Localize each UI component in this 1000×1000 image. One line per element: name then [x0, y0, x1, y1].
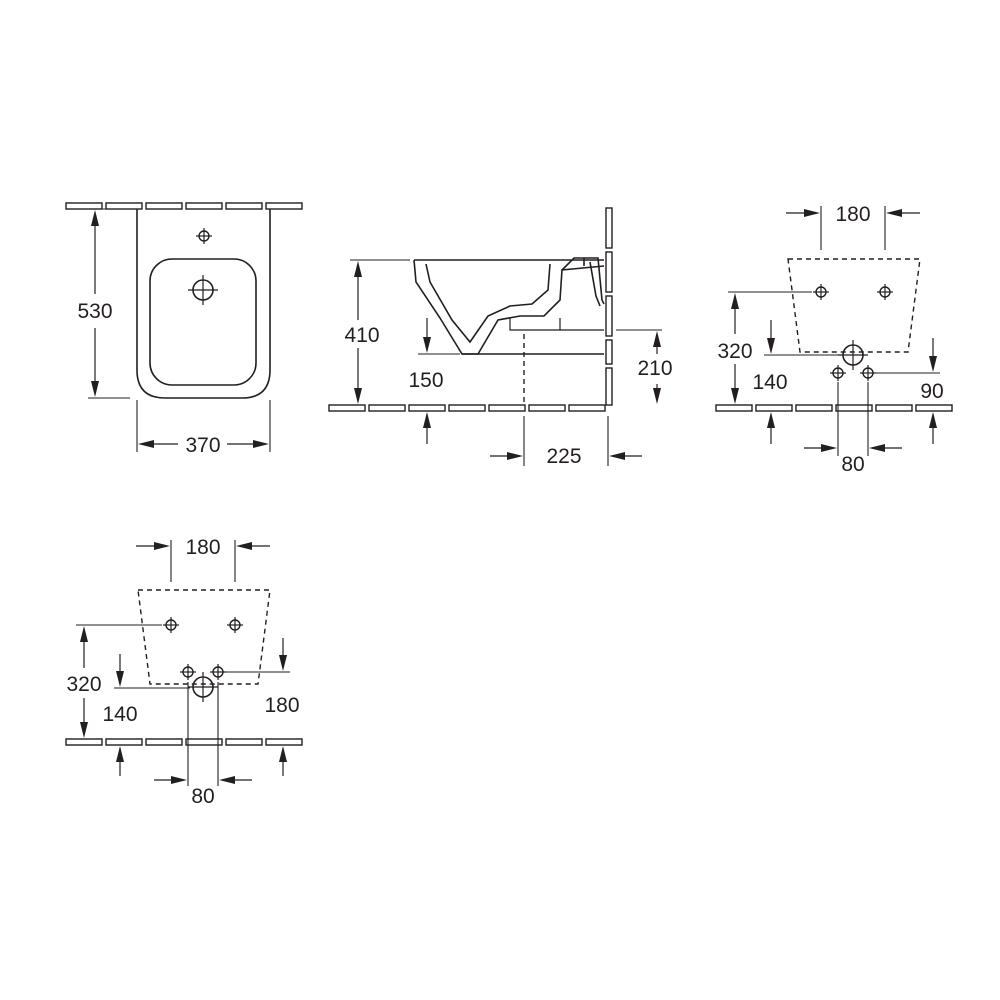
bowl-outline: [149, 258, 257, 386]
outlet-height-dimension: 150: [408, 318, 460, 444]
waste-offset-label: 225: [546, 445, 581, 468]
side-wall-line: [605, 207, 613, 406]
rough-in-a-bolt-spacing-label: 180: [835, 203, 870, 226]
fixture-outline-dashed: [137, 589, 271, 685]
waste-offset-dimension: 225: [490, 334, 642, 468]
rough-in-a-supply-height-label: 140: [752, 371, 787, 394]
rough-in-b-bolt-height-dimension: 320: [66, 624, 162, 738]
rough-in-view-b: 180 320 140 180: [65, 536, 303, 808]
rough-in-view-a: 180 320 140 90: [715, 203, 953, 476]
supply-left-icon: [179, 663, 197, 681]
front-view: 530 370: [65, 202, 303, 457]
bidet-outline: [136, 209, 271, 399]
front-width-label: 370: [185, 434, 220, 457]
front-width-dimension: 370: [136, 400, 271, 457]
rim-height-label: 410: [344, 324, 379, 347]
rough-in-a-bolt-height-label: 320: [717, 340, 752, 363]
rough-in-a-supply-spacing-label: 80: [841, 453, 864, 476]
rough-in-b-supply-spacing-dimension: 80: [154, 682, 252, 808]
rough-in-b-bolt-height-label: 320: [66, 673, 101, 696]
outlet-height-label: 150: [408, 369, 443, 392]
waste-height-label: 210: [637, 357, 672, 380]
fixing-bolt-right-icon: [226, 616, 244, 634]
front-wall-line: [65, 202, 303, 210]
waste-pipe-icon: [837, 339, 869, 371]
rough-in-a-waste-height-label: 90: [920, 380, 943, 403]
rough-in-a-waste-height-dimension: 90: [876, 338, 944, 444]
supply-right-icon: [859, 364, 877, 382]
fixture-outline-dashed: [787, 258, 921, 353]
rough-in-b-waste-height-dimension: 180: [214, 638, 300, 776]
rough-in-b-bolt-spacing-dimension: 180: [136, 536, 270, 582]
rough-in-a-floor-line: [715, 404, 953, 412]
fixing-bolt-left-icon: [812, 283, 830, 301]
supply-left-icon: [829, 364, 847, 382]
rough-in-b-supply-spacing-label: 80: [191, 785, 214, 808]
rough-in-b-supply-height-dimension: 140: [102, 654, 190, 776]
rough-in-a-supply-height-dimension: 140: [752, 320, 840, 444]
fixing-bolt-right-icon: [876, 283, 894, 301]
rough-in-b-supply-height-label: 140: [102, 703, 137, 726]
rough-in-b-waste-height-label: 180: [264, 694, 299, 717]
side-floor-line: [328, 404, 606, 412]
drain-hole-icon: [187, 274, 219, 306]
side-view: 410 150 210 225: [328, 207, 673, 468]
tap-hole-icon: [195, 227, 213, 245]
rim-height-dimension: 410: [344, 259, 410, 404]
rough-in-a-supply-spacing-dimension: 80: [804, 382, 902, 476]
rough-in-b-floor-line: [65, 738, 303, 746]
rough-in-a-bolt-spacing-dimension: 180: [786, 203, 920, 250]
rough-in-a-bolt-height-dimension: 320: [717, 291, 812, 404]
front-height-label: 530: [77, 300, 112, 323]
waste-height-dimension: 210: [616, 329, 673, 404]
rough-in-b-bolt-spacing-label: 180: [185, 536, 220, 559]
waste-pipe-icon: [187, 671, 219, 703]
front-height-dimension: 530: [77, 208, 132, 399]
bidet-side-profile: [413, 257, 605, 355]
fixing-bolt-left-icon: [162, 616, 180, 634]
